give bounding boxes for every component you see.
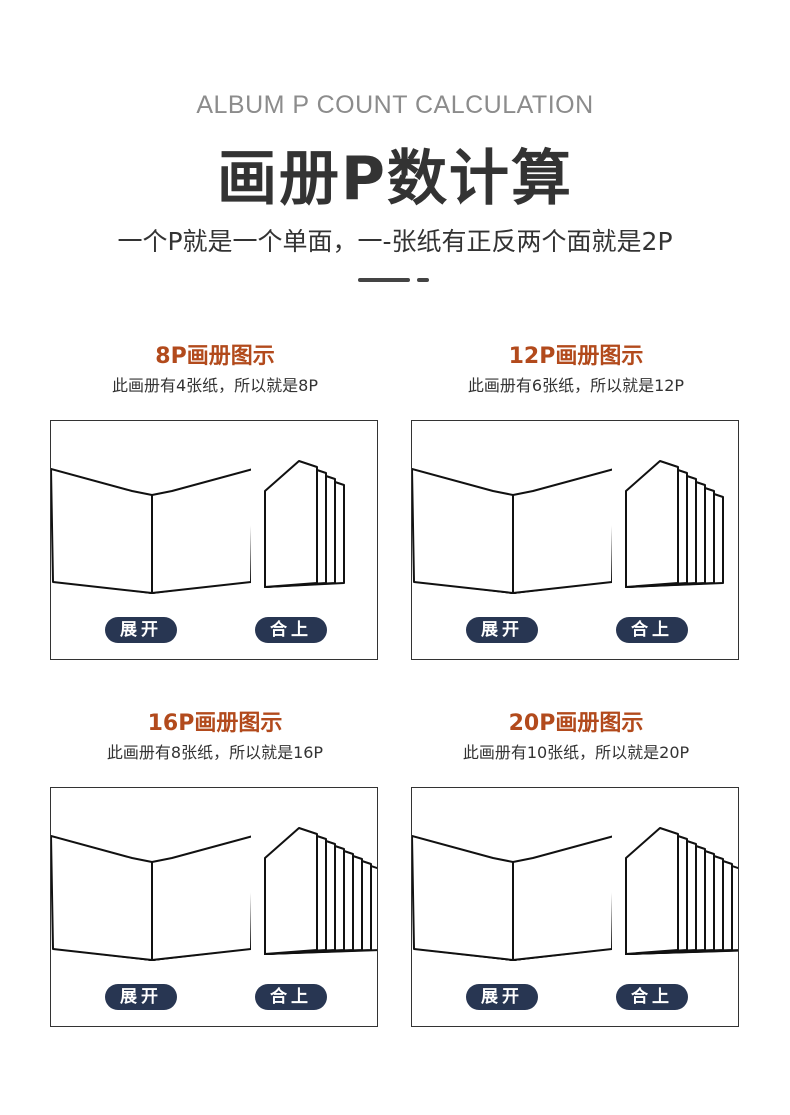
book-page-right	[512, 468, 612, 594]
open-book-icon	[51, 835, 251, 961]
section-description: 此画册有8张纸，所以就是16P	[106, 743, 324, 762]
section-description: 此画册有6张纸，所以就是12P	[467, 376, 685, 395]
section-title: 12P画册图示	[508, 344, 644, 369]
close-button[interactable]: 合上	[616, 617, 688, 643]
title-divider-dash	[417, 278, 429, 282]
illustration-panel: 展开 合上	[411, 787, 739, 1027]
close-button[interactable]: 合上	[255, 984, 327, 1010]
closed-book-icon	[625, 827, 738, 955]
illustration-panel: 展开 合上	[411, 420, 739, 660]
title-divider	[358, 278, 410, 282]
book-page-right	[512, 835, 612, 961]
open-book-icon	[412, 835, 612, 961]
section-title: 16P画册图示	[147, 711, 283, 736]
section-description: 此画册有4张纸，所以就是8P	[111, 376, 318, 395]
open-book-icon	[412, 468, 612, 594]
section-title: 8P画册图示	[155, 344, 275, 369]
open-button[interactable]: 展开	[105, 984, 177, 1010]
section-title: 20P画册图示	[508, 711, 644, 736]
book-page-right	[151, 835, 251, 961]
open-button[interactable]: 展开	[105, 617, 177, 643]
closed-book-page	[625, 460, 679, 588]
page-eyebrow: ALBUM P COUNT CALCULATION	[196, 91, 594, 119]
closed-book-icon	[264, 827, 377, 955]
close-button[interactable]: 合上	[616, 984, 688, 1010]
page-title: 画册P数计算	[217, 144, 573, 214]
illustration-panel: 展开 合上	[50, 787, 378, 1027]
closed-book-icon	[264, 460, 345, 588]
page-subtitle: 一个P就是一个单面，一-张纸有正反两个面就是2P	[117, 227, 673, 256]
closed-book-page	[625, 827, 679, 955]
close-button[interactable]: 合上	[255, 617, 327, 643]
closed-book-page	[264, 827, 318, 955]
open-book-icon	[51, 468, 251, 594]
closed-book-icon	[625, 460, 724, 588]
open-button[interactable]: 展开	[466, 617, 538, 643]
closed-book-page	[264, 460, 318, 588]
section-description: 此画册有10张纸，所以就是20P	[462, 743, 690, 762]
illustration-panel: 展开 合上	[50, 420, 378, 660]
open-button[interactable]: 展开	[466, 984, 538, 1010]
book-page-right	[151, 468, 251, 594]
